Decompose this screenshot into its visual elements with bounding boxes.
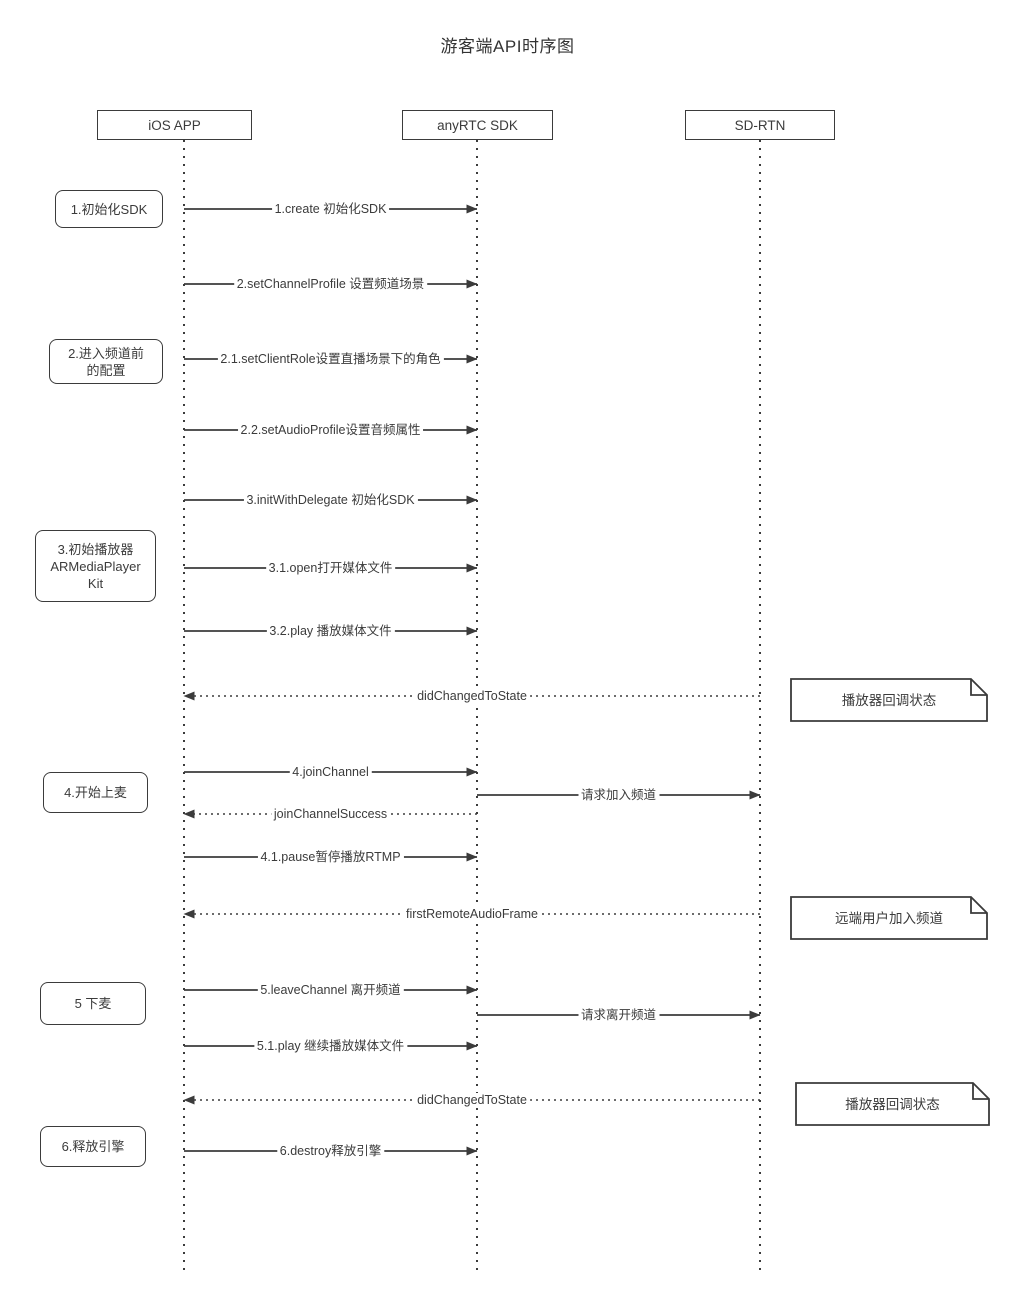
step-box-label: 6.释放引擎 — [61, 1139, 125, 1154]
step-box-label: 2.进入频道前 的配置 — [68, 345, 144, 378]
message-label: 请求离开频道 — [577, 1008, 660, 1022]
message-label: 3.initWithDelegate 初始化SDK — [243, 493, 418, 507]
message-label: 2.setChannelProfile 设置频道场景 — [233, 277, 428, 291]
actor-box-ios: iOS APP — [97, 110, 252, 140]
message-label: 3.2.play 播放媒体文件 — [266, 624, 395, 638]
note-label: 播放器回调状态 — [845, 1097, 940, 1112]
step-box: 6.释放引擎 — [40, 1126, 146, 1167]
message-label: 3.1.open打开媒体文件 — [265, 561, 396, 575]
actor-label: anyRTC SDK — [437, 117, 518, 133]
message-label: 5.leaveChannel 离开频道 — [257, 983, 404, 997]
step-box: 4.开始上麦 — [43, 772, 148, 813]
step-box-label: 1.初始化SDK — [70, 201, 148, 217]
note-box: 播放器回调状态 — [795, 1082, 990, 1126]
actor-box-rtn: SD-RTN — [685, 110, 835, 140]
step-box: 3.初始播放器 ARMediaPlayer Kit — [35, 530, 156, 602]
actor-label: SD-RTN — [734, 117, 786, 133]
note-label: 播放器回调状态 — [841, 693, 937, 708]
step-box-label: 5 下麦 — [74, 996, 112, 1011]
message-label: joinChannelSuccess — [270, 807, 391, 821]
note-box: 远端用户加入频道 — [790, 896, 988, 940]
step-box: 5 下麦 — [40, 982, 146, 1025]
message-label: 6.destroy释放引擎 — [276, 1144, 385, 1158]
actor-box-sdk: anyRTC SDK — [402, 110, 553, 140]
note-shape-icon — [795, 1082, 990, 1126]
page-title: 游客端API时序图 — [440, 37, 575, 56]
message-label: didChangedToState — [414, 1093, 530, 1107]
step-box-label: 3.初始播放器 ARMediaPlayer Kit — [50, 541, 141, 591]
note-label: 远端用户加入频道 — [835, 911, 943, 926]
actor-label: iOS APP — [148, 117, 201, 133]
note-shape-icon — [790, 896, 988, 940]
step-box: 1.初始化SDK — [55, 190, 163, 228]
message-label: 2.2.setAudioProfile设置音频属性 — [237, 423, 424, 437]
message-label: 1.create 初始化SDK — [271, 202, 390, 216]
message-label: 5.1.play 继续播放媒体文件 — [253, 1039, 408, 1053]
note-shape-icon — [790, 678, 988, 722]
step-box: 2.进入频道前 的配置 — [49, 339, 163, 384]
message-label: firstRemoteAudioFrame — [403, 907, 541, 921]
message-label: 4.1.pause暂停播放RTMP — [257, 850, 404, 864]
note-box: 播放器回调状态 — [790, 678, 988, 722]
message-label: didChangedToState — [414, 689, 530, 703]
message-label: 2.1.setClientRole设置直播场景下的角色 — [217, 352, 444, 366]
message-label: 请求加入频道 — [577, 788, 660, 802]
message-label: 4.joinChannel — [289, 765, 372, 779]
step-box-label: 4.开始上麦 — [64, 785, 127, 800]
